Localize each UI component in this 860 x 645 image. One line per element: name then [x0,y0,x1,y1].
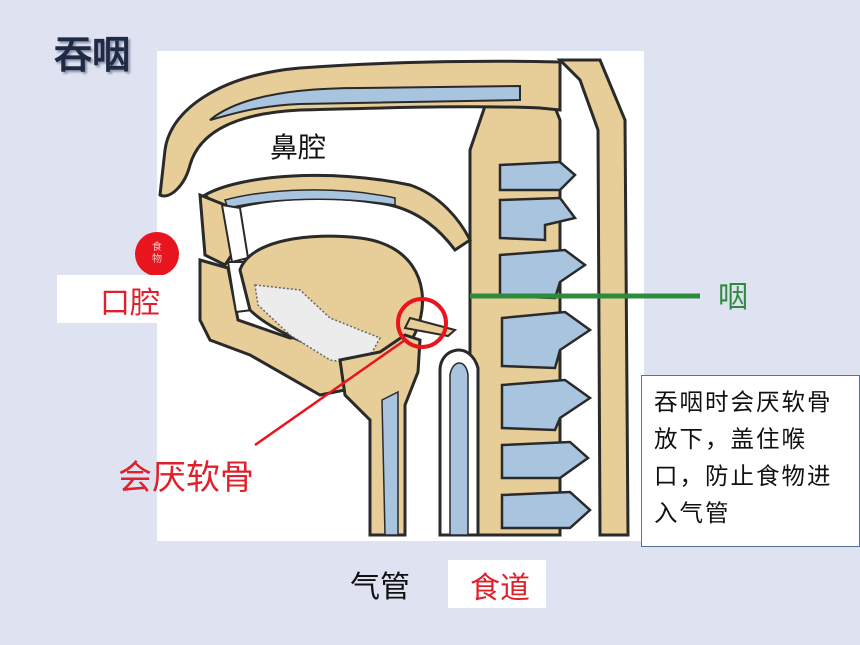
label-oral-cavity-box [57,275,167,323]
label-esophagus: 食道 [470,571,530,606]
esophagus-lumen [449,362,469,536]
food-bolus [254,284,382,366]
label-nasal-cavity: 鼻腔 [270,131,327,164]
vertebrae [498,160,593,530]
page-title: 吞咽 [54,33,131,77]
skull-cavity [209,84,521,121]
label-epiglottis: 会厌软骨 [118,458,254,498]
label-esophagus-box [448,560,546,608]
label-pharynx: 咽 [718,280,748,315]
trachea-shape [338,333,422,537]
label-trachea: 气管 [350,570,410,605]
rear-band [556,58,630,537]
epiglottis-pointer [254,338,406,447]
trachea-lumen [381,390,399,536]
label-oral-cavity: 口腔 [100,286,160,321]
note-box: 吞咽时会厌软骨放下，盖住喉口，防止食物进入气管 [641,375,860,547]
palate-inner [224,189,396,209]
epiglottis-highlight [396,297,448,349]
food-ball-label: 食物 [152,242,162,265]
food-ball: 食物 [135,232,179,276]
